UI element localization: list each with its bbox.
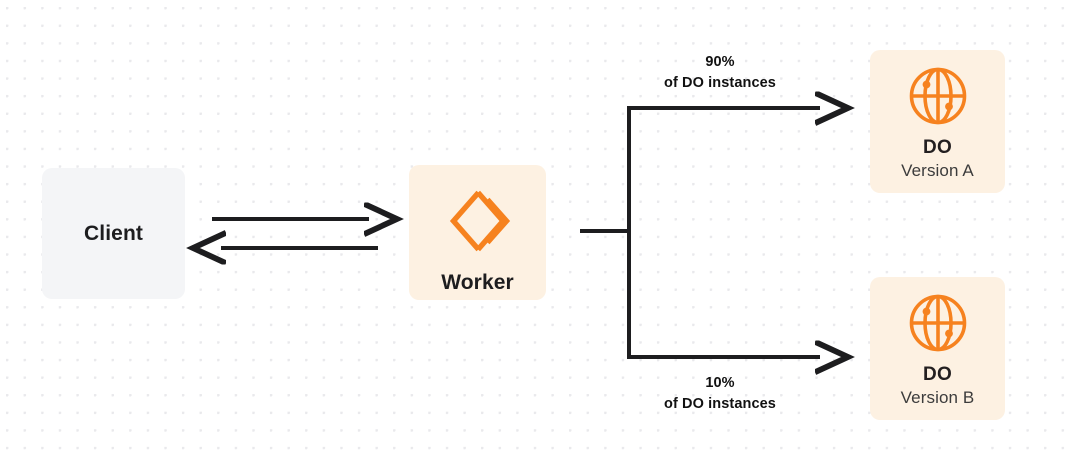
node-do-a-title: DO: [923, 137, 952, 158]
edge-label-do-b-text: of DO instances: [664, 396, 776, 413]
cloudflare-workers-icon: [442, 185, 514, 257]
node-do-version-a[interactable]: DO Version A: [870, 50, 1005, 193]
node-do-a-subtitle: Version A: [901, 161, 974, 180]
edge-label-do-a: 90% of DO instances: [610, 52, 830, 94]
node-do-b-subtitle: Version B: [900, 388, 975, 407]
edge-label-do-b: 10% of DO instances: [610, 373, 830, 415]
edge-worker-to-do-a: [627, 108, 820, 233]
node-do-b-title: DO: [923, 364, 952, 385]
edge-label-do-a-text: of DO instances: [664, 75, 776, 92]
edge-worker-to-do-b: [627, 229, 820, 357]
node-client-label: Client: [84, 221, 143, 245]
edge-label-do-a-percent: 90%: [705, 54, 735, 70]
node-do-version-b[interactable]: DO Version B: [870, 277, 1005, 420]
edge-label-do-b-percent: 10%: [705, 375, 735, 391]
node-worker-label: Worker: [441, 271, 514, 294]
globe-icon: [907, 292, 969, 354]
node-client[interactable]: Client: [42, 168, 185, 299]
node-worker[interactable]: Worker: [409, 165, 546, 300]
globe-icon: [907, 65, 969, 127]
